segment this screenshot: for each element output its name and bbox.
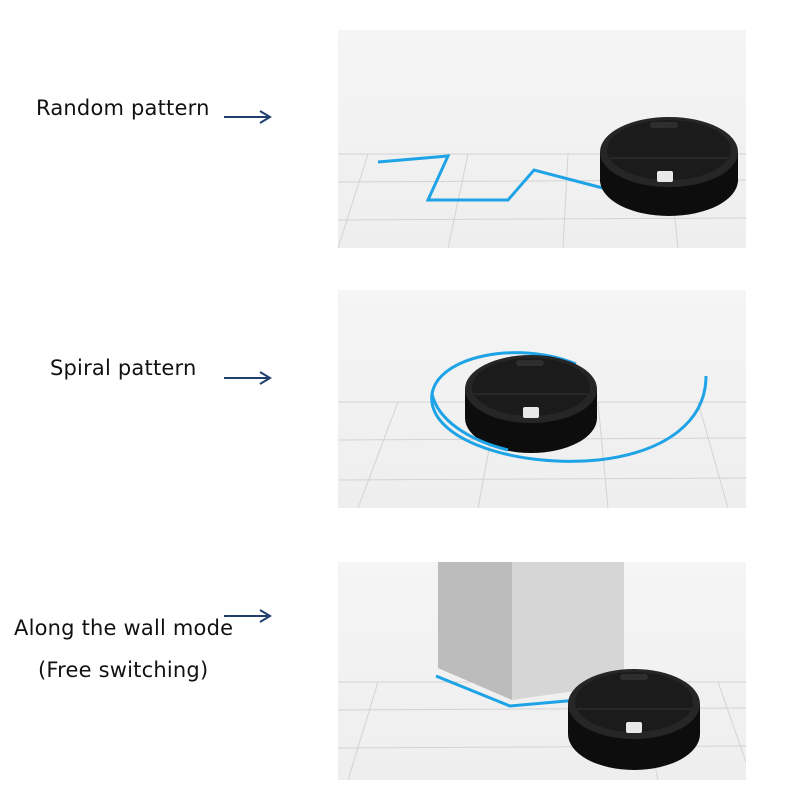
power-icon xyxy=(626,722,642,733)
wall-mode-illustration xyxy=(338,562,746,780)
random-pattern-label: Random pattern xyxy=(36,96,210,120)
power-icon xyxy=(657,171,673,182)
spiral-pattern-scene xyxy=(338,351,746,508)
wall-mode-sublabel: (Free switching) xyxy=(38,658,209,682)
robot-vacuum-icon xyxy=(465,355,597,453)
wall-mode-label: Along the wall mode xyxy=(14,616,234,640)
random-pattern-illustration xyxy=(338,30,746,248)
spiral-pattern-illustration xyxy=(338,290,746,508)
spiral-cleaning-path-front xyxy=(430,393,509,452)
random-pattern-scene xyxy=(338,117,746,248)
robot-vacuum-icon xyxy=(568,669,700,770)
wall-cleaning-path xyxy=(435,674,579,708)
right-arrow-icon xyxy=(224,371,272,385)
robot-vacuum-icon xyxy=(600,117,738,216)
right-arrow-icon xyxy=(224,110,272,124)
floor-grid xyxy=(338,401,746,508)
wall-pillar xyxy=(438,562,624,700)
right-arrow-icon xyxy=(224,609,272,623)
spiral-pattern-label: Spiral pattern xyxy=(50,356,197,380)
power-icon xyxy=(523,407,539,418)
spiral-cleaning-path xyxy=(430,351,708,463)
random-cleaning-path xyxy=(377,154,619,202)
wall-mode-scene xyxy=(338,562,746,780)
